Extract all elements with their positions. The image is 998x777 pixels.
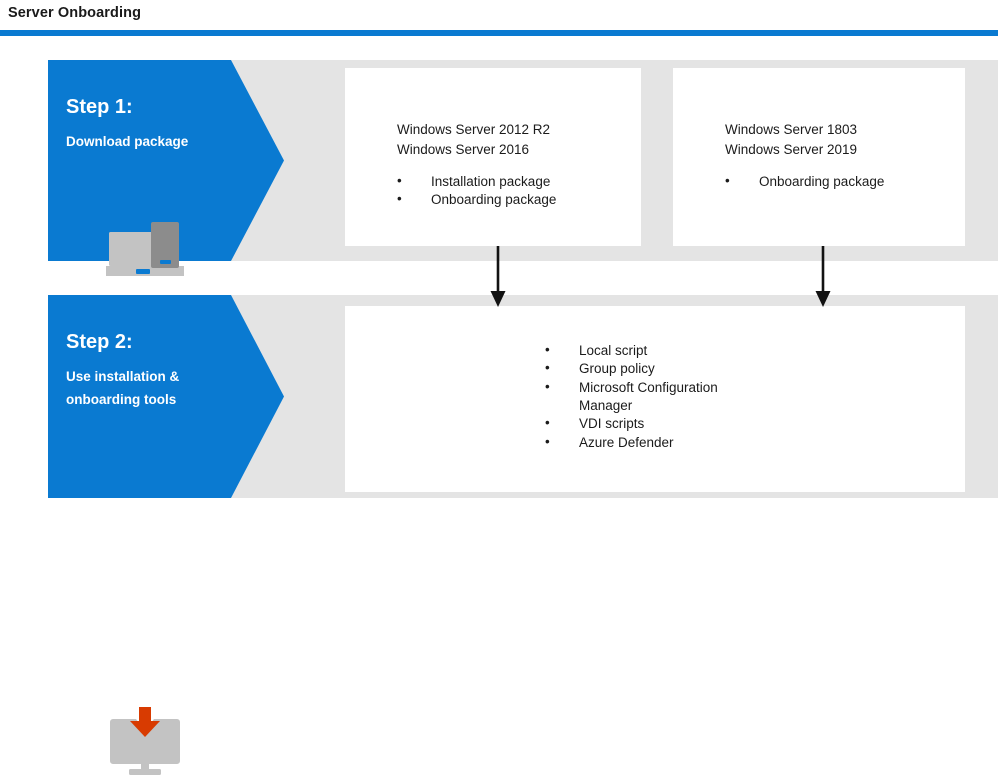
step-title-step2: Step 2: [66, 331, 133, 353]
card-bullet-list: Installation package Onboarding package [397, 172, 627, 210]
step-title-step1: Step 1: [66, 96, 133, 118]
page-title: Server Onboarding [8, 5, 142, 21]
list-item: VDI scripts [545, 414, 805, 433]
list-item: Group policy [545, 359, 805, 378]
list-item: Azure Defender [545, 433, 805, 452]
card-bullet-list: Local script Group policy Microsoft Conf… [545, 341, 805, 452]
list-item: Installation package [397, 172, 627, 191]
step-chevron-step2: Step 2: Use installation & onboarding to… [48, 295, 284, 498]
list-item-continuation: Manager [579, 398, 633, 414]
list-item: Local script [545, 341, 805, 360]
step-subtitle-step2: Use installation & onboarding tools [66, 369, 180, 408]
laptop-and-phone-icon [106, 222, 184, 276]
connector-arrow-down-left [490, 246, 506, 307]
step-subtitle-step1: Download package [66, 134, 189, 149]
list-item: Microsoft Configuration [545, 378, 805, 397]
header-accent-rule [0, 30, 998, 36]
list-item: Onboarding package [397, 190, 627, 209]
list-item: Onboarding package [725, 172, 955, 191]
content-card-onboarding-tools: Local script Group policy Microsoft Conf… [345, 306, 965, 492]
monitor-download-icon [110, 707, 180, 775]
card-bullet-list: Onboarding package [725, 172, 955, 191]
connector-arrow-down-right [815, 246, 831, 307]
